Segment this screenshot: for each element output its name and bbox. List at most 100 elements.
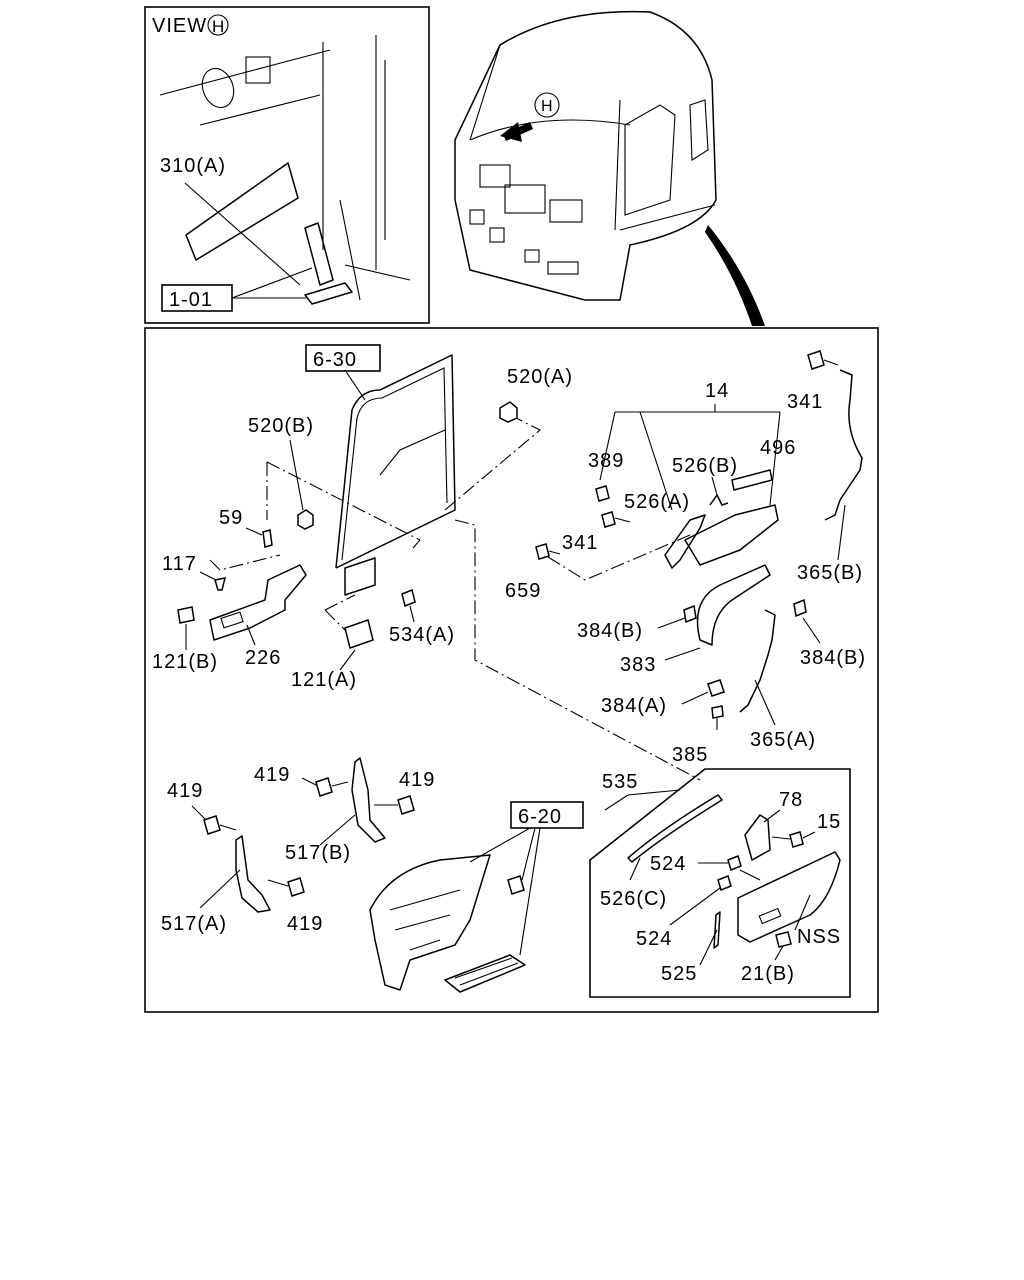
step-tread-line: [454, 957, 519, 986]
label-14: 14: [705, 380, 729, 402]
label-15: 15: [817, 811, 841, 833]
leader-line: [664, 647, 701, 661]
leader-line: [344, 369, 366, 401]
leader-line: [519, 827, 541, 956]
bolt-389: [595, 485, 610, 502]
cab-light: [547, 261, 579, 275]
bracket-517a: [235, 835, 271, 913]
bracket-517b: [351, 757, 386, 843]
leader-line: [469, 827, 531, 863]
ref-box-6-30: [305, 344, 381, 372]
cab-grille: [479, 164, 511, 188]
leader-line: [754, 679, 776, 726]
screw-shaft: [771, 836, 791, 840]
screw-121b: [177, 606, 195, 624]
bolt-shaft: [267, 879, 289, 887]
cab-marker-circle: [534, 92, 560, 118]
step-tread: [444, 954, 526, 993]
nut-524-top: [727, 854, 742, 872]
inset-floor-line: [339, 199, 361, 301]
ref-1-01: 1-01: [169, 289, 213, 311]
label-659: 659: [505, 580, 541, 602]
step-detail-line: [389, 889, 461, 951]
leader-line: [774, 945, 784, 961]
cover-14: [684, 504, 779, 566]
bolt-659: [535, 543, 550, 560]
inset-view-h: VIEW H 310(A) 1-01: [144, 6, 430, 324]
label-384a: 384(A): [601, 695, 667, 717]
leader-line: [802, 831, 816, 839]
bolt-341: [601, 511, 616, 528]
leader-line: [246, 624, 256, 646]
leader-line: [681, 691, 709, 705]
assembly-line: [547, 534, 691, 581]
leader-line: [191, 805, 207, 821]
bolt-shaft: [219, 824, 237, 831]
bolt-419-c: [203, 815, 221, 835]
assembly-line: [454, 519, 701, 781]
pedal-arm: [304, 222, 334, 286]
main-parts-panel: 6-30 520(A) 520(B) 59 117 226: [144, 327, 879, 1013]
cab-rear-window: [689, 99, 709, 161]
clip-525: [713, 911, 721, 949]
inset-view-marker: H: [212, 17, 224, 36]
label-385: 385: [672, 744, 708, 766]
leader-line: [769, 411, 781, 506]
cab-grille: [504, 184, 546, 214]
nut-520a: [499, 401, 518, 423]
leader-line: [199, 571, 217, 581]
leader-line: [629, 857, 641, 881]
label-310a: 310(A): [160, 155, 226, 177]
inset-wall-line: [159, 49, 331, 96]
inset-frame: [144, 6, 430, 324]
cab-grille: [549, 199, 583, 223]
cab-windshield-bottom: [469, 119, 631, 141]
label-520a: 520(A): [507, 366, 573, 388]
label-365a: 365(A): [750, 729, 816, 751]
door-window-line: [379, 429, 446, 476]
label-117: 117: [162, 553, 197, 575]
label-21b: 21(B): [741, 963, 795, 985]
inset-floor-line: [344, 264, 411, 281]
bolt-419-a: [315, 777, 333, 797]
label-526b: 526(B): [672, 455, 738, 477]
label-520b: 520(B): [248, 415, 314, 437]
step-assembly: [369, 854, 491, 991]
label-526a: 526(A): [624, 491, 690, 513]
label-59: 59: [219, 507, 243, 529]
clip-384a: [707, 679, 725, 697]
label-341-top: 341: [787, 391, 823, 413]
leader-line: [231, 267, 313, 299]
bolt-shaft: [823, 359, 839, 366]
assembly-line: [209, 554, 281, 571]
ref-6-20: 6-20: [518, 806, 562, 828]
ref-6-30: 6-30: [313, 349, 357, 371]
ref-box-6-20: [510, 801, 584, 829]
label-384b-left: 384(B): [577, 620, 643, 642]
truck-cab-illustration: H: [454, 10, 765, 326]
leader-line: [409, 605, 415, 623]
leader-line: [711, 476, 718, 496]
label-524-top: 524: [650, 853, 686, 875]
leader-line: [837, 504, 846, 561]
label-525: 525: [661, 963, 697, 985]
bolt-shaft: [614, 517, 631, 523]
door-inner-edge: [341, 367, 448, 561]
leader-line: [319, 814, 356, 846]
leader-line: [184, 182, 301, 286]
label-78: 78: [779, 789, 803, 811]
cab-roof-line: [499, 11, 651, 46]
label-plate-310a: [185, 162, 299, 261]
inset-cutout: [245, 56, 271, 84]
leader-line: [521, 827, 536, 881]
clip-526b: [709, 494, 729, 506]
leader-line: [669, 887, 721, 926]
cab-body: [454, 10, 717, 301]
leader-line: [289, 439, 304, 511]
callout-wedge: [705, 225, 765, 326]
label-534a: 534(A): [389, 624, 455, 646]
cab-light: [469, 209, 485, 225]
leader-line: [763, 809, 781, 823]
label-419-b: 419: [399, 769, 435, 791]
